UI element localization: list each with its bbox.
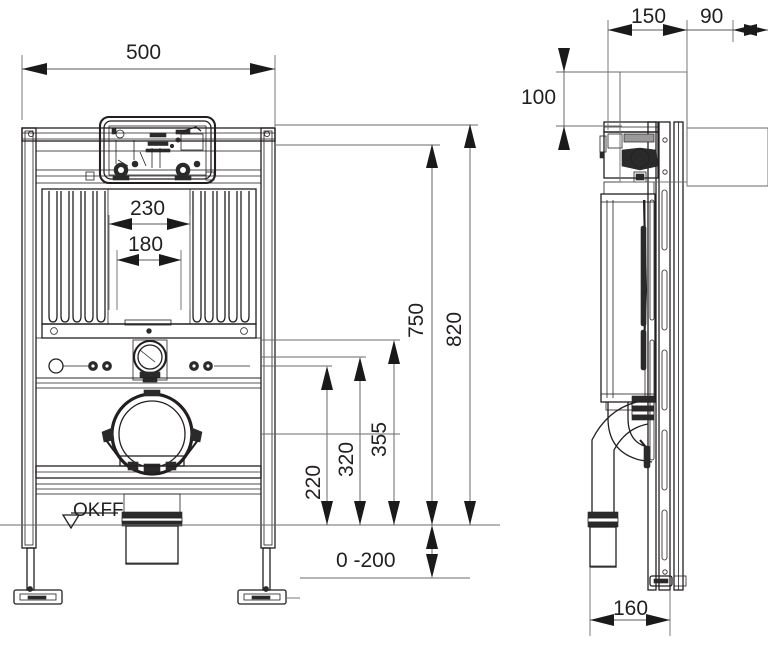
flush-valve-access-housing xyxy=(98,115,217,185)
dim-label-220: 220 xyxy=(302,464,325,500)
dim-label-160: 160 xyxy=(613,597,649,620)
dim-220 xyxy=(261,365,333,525)
dim-180 xyxy=(116,250,182,310)
dim-160 xyxy=(589,567,671,636)
dim-820 xyxy=(275,124,478,525)
dim-label-0-200: 0 -200 xyxy=(336,549,396,572)
dim-label-150: 150 xyxy=(631,5,667,28)
dim-label-355: 355 xyxy=(368,421,391,457)
dim-label-90: 90 xyxy=(700,5,724,28)
waste-pipe-collar xyxy=(101,389,203,476)
dim-label-320: 320 xyxy=(335,441,358,477)
dim-label-500: 500 xyxy=(126,41,162,64)
dim-0-200 xyxy=(300,525,470,579)
dim-320 xyxy=(261,356,366,525)
dim-230 xyxy=(108,215,191,310)
okff-datum-marker xyxy=(61,512,118,530)
side-view-assembly xyxy=(587,121,687,591)
dim-label-820: 820 xyxy=(443,311,466,347)
frame-legs-and-feet xyxy=(13,547,300,605)
dim-150 xyxy=(608,24,687,36)
dim-355 xyxy=(261,339,400,525)
service-bolt-rail xyxy=(35,337,262,389)
dim-label-750: 750 xyxy=(405,302,428,338)
cistern-insulation-panel xyxy=(41,188,257,339)
dim-750 xyxy=(275,144,440,525)
dim-label-230: 230 xyxy=(130,197,166,220)
dim-label-180: 180 xyxy=(128,233,164,256)
okff-label: OKFF xyxy=(73,500,124,521)
dim-100 xyxy=(558,48,570,150)
dim-500 xyxy=(21,55,276,128)
dim-90 xyxy=(687,24,768,36)
side-view-reference-lines xyxy=(556,20,768,187)
dim-label-100: 100 xyxy=(521,86,557,109)
drain-outlet-stub xyxy=(121,493,183,565)
